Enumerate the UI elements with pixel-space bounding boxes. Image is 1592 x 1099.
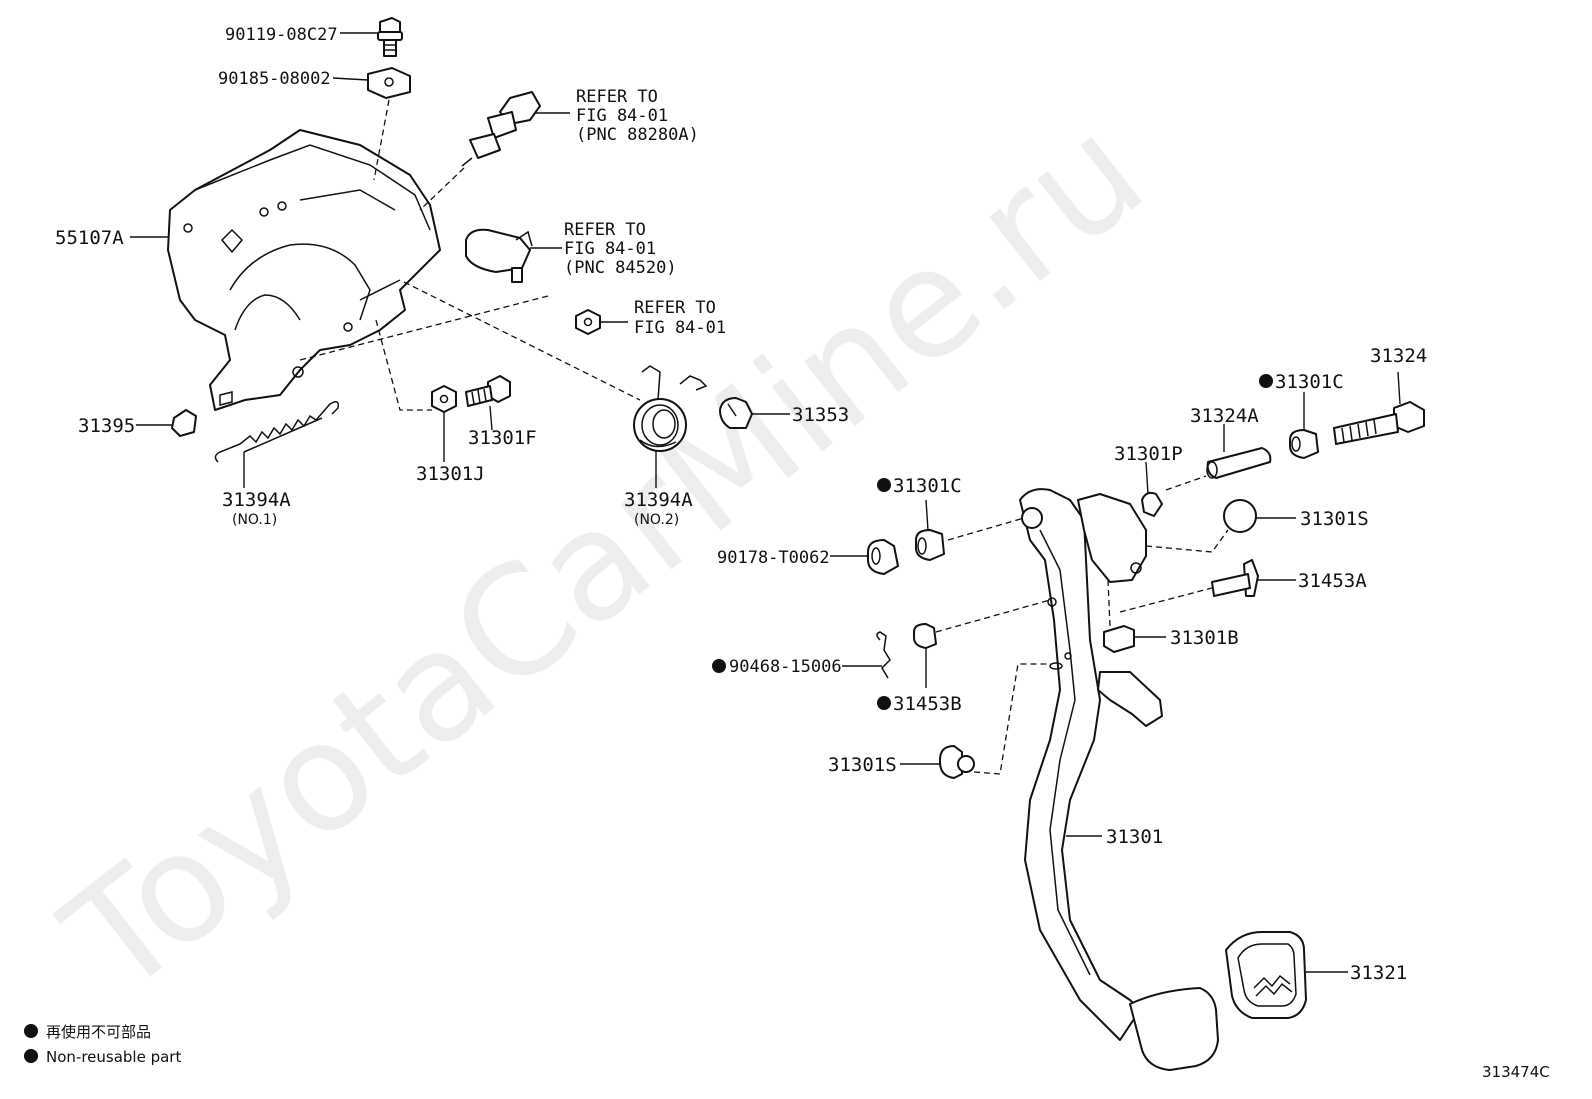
clevis-pin-31453A-icon [1211,559,1259,597]
label-31321: 31321 [1350,962,1407,984]
ref3-line2: FIG 84-01 [634,318,726,338]
label-90185-08002: 90185-08002 [218,69,331,89]
label-31353: 31353 [792,404,849,426]
label-31301S-bottom: 31301S [828,754,897,776]
label-90178-T0062: 90178-T0062 [717,548,830,568]
reference-notes: REFER TO FIG 84-01 (PNC 88280A) REFER TO… [564,87,726,338]
label-55107A: 55107A [55,227,124,249]
ref2-line2: FIG 84-01 [564,239,656,259]
label-90468-15006: 90468-15006 [729,657,842,677]
label-31394A-no1: 31394A [222,489,291,511]
non-reusable-mark-icon [877,478,891,492]
label-31394A-no1-sub: (NO.1) [232,512,277,528]
collar-31324A-icon [1206,447,1272,479]
label-31301S-top: 31301S [1300,508,1369,530]
clip-nut-90185-icon [367,67,411,99]
label-31301F: 31301F [468,427,537,449]
stopper-31301S-top-icon [1223,499,1257,533]
hex-nut-ref-icon [575,309,601,335]
stop-lamp-switch-icon [461,91,541,167]
stopper-cushion-31395-icon [171,409,197,437]
non-reusable-mark-icon [877,696,891,710]
cushion-31301B-icon [1103,625,1135,653]
label-31301C-mid: 31301C [893,475,962,497]
label-90119-08C27: 90119-08C27 [225,25,338,45]
hex-nut-31301J-icon [431,385,457,413]
pedal-support-bracket [167,129,441,411]
callout-labels: 90119-08C27 90185-08002 55107A 31395 313… [55,25,1427,984]
clip-31301P-icon [1141,491,1163,517]
return-spring-no1-icon [214,401,340,463]
label-31301: 31301 [1106,826,1163,848]
ref1-line1: REFER TO [576,87,658,107]
legend-line-en: Non-reusable part [46,1048,181,1066]
nut-90178-icon [867,539,899,575]
label-31301C-top: 31301C [1275,371,1344,393]
cushion-31353-icon [719,397,753,429]
stopper-31301S-bottom-icon [939,745,975,779]
legend-line-jp: 再使用不可部品 [46,1023,151,1041]
label-31324A: 31324A [1190,405,1259,427]
label-31301B: 31301B [1170,627,1239,649]
pedal-sensor-icon [465,228,533,283]
bolt-31301F-icon [465,375,511,407]
clip-90468-icon [876,631,891,679]
label-31453B: 31453B [893,693,962,715]
ref1-line2: FIG 84-01 [576,106,668,126]
legend-dot-icon [24,1049,38,1063]
non-reusable-mark-icon [1259,374,1273,388]
leader-lines [130,32,1401,973]
ref2-line3: (PNC 84520) [564,258,677,278]
figure-code: 313474C [1482,1063,1550,1081]
bushing-31453B-icon [913,623,937,649]
ref3-line1: REFER TO [634,298,716,318]
legend: 再使用不可部品 Non-reusable part [24,1023,181,1066]
label-31324: 31324 [1370,345,1427,367]
bolt-90119-icon [377,17,403,57]
label-31301J: 31301J [416,463,485,485]
pedal-bolt-31324-icon [1333,401,1425,445]
pedal-pad-31321-icon [1225,931,1307,1019]
brake-pedal-arm-31301 [1019,488,1163,1041]
bushing-31301C-mid-icon [915,529,945,561]
ref1-line3: (PNC 88280A) [576,125,699,145]
ref2-line1: REFER TO [564,220,646,240]
label-31394A-no2: 31394A [624,489,693,511]
legend-dot-icon [24,1024,38,1038]
label-31453A: 31453A [1298,570,1367,592]
label-31395: 31395 [78,415,135,437]
bushing-31301C-top-icon [1289,429,1319,459]
pedal-pad [1129,987,1219,1071]
non-reusable-mark-icon [712,659,726,673]
assembly-lines [299,99,1229,775]
label-31394A-no2-sub: (NO.2) [634,512,679,528]
label-31301P: 31301P [1114,443,1183,465]
torsion-spring-no2-icon [633,365,708,452]
